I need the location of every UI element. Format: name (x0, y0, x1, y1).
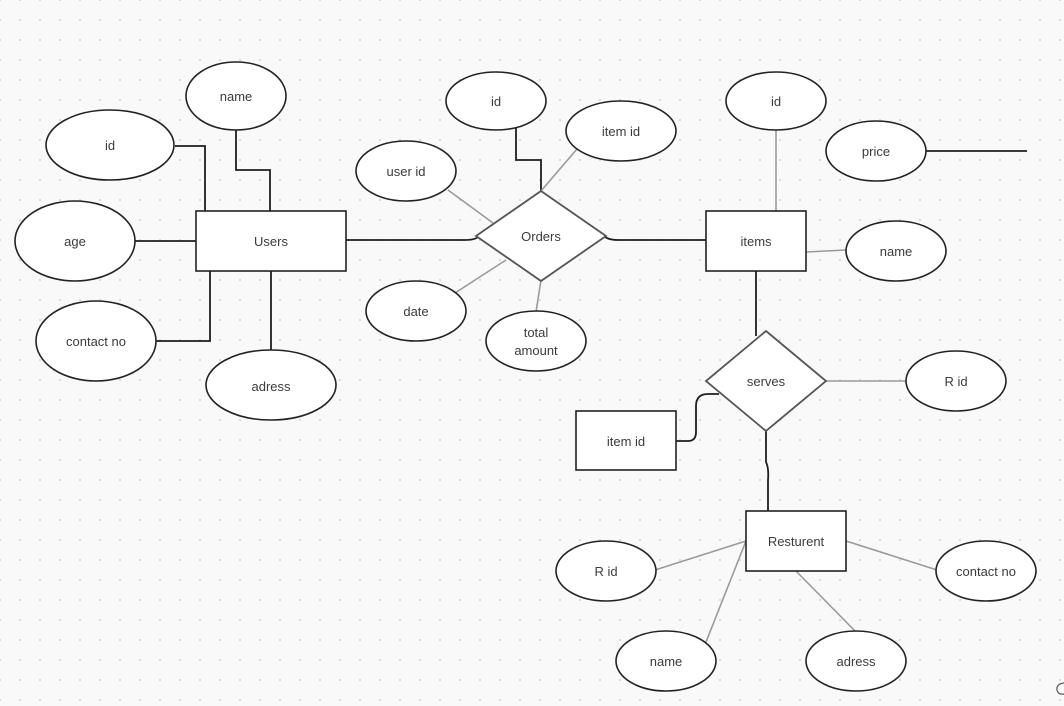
connector-resturent-name[interactable] (705, 540, 747, 643)
attribute-ellipse[interactable] (485, 310, 587, 372)
connector-resturent-r-id[interactable] (654, 540, 747, 571)
attribute-resturent-r-id[interactable]: R id (555, 540, 657, 602)
attribute-ellipse[interactable] (905, 350, 1007, 412)
attribute-orders-id[interactable]: id (445, 71, 547, 131)
attribute-label: contact no (956, 564, 1016, 579)
entity-resturent-label: Resturent (768, 534, 825, 549)
relationship-serves-diamond[interactable] (704, 329, 828, 433)
entity-users-label: Users (254, 234, 288, 249)
entity-item-id-box[interactable] (575, 410, 677, 471)
attribute-label: R id (944, 374, 967, 389)
attribute-items-price[interactable]: price (825, 120, 927, 182)
attribute-ellipse[interactable] (565, 100, 677, 162)
attribute-users-adress[interactable]: adress (205, 349, 337, 421)
entity-items[interactable]: items (705, 210, 807, 272)
attribute-label: user id (386, 164, 425, 179)
attribute-label: id (771, 94, 781, 109)
attribute-items-name[interactable]: name (845, 220, 947, 282)
entity-users-box[interactable] (195, 210, 347, 272)
connector-resturent-adress[interactable] (795, 570, 857, 633)
connector-users-name[interactable] (235, 130, 271, 211)
attribute-serves-r-id[interactable]: R id (905, 350, 1007, 412)
attribute-label-line1: total (524, 325, 549, 340)
connector-orders-user-id[interactable] (447, 189, 494, 224)
attribute-label: name (880, 244, 913, 259)
attribute-ellipse[interactable] (35, 300, 157, 382)
attribute-items-id[interactable]: id (725, 71, 827, 131)
attribute-resturent-contact[interactable]: contact no (935, 540, 1037, 602)
relationship-serves[interactable]: serves (704, 329, 828, 433)
connector-orders-date[interactable] (454, 259, 507, 294)
attribute-users-age[interactable]: age (14, 200, 136, 282)
connector-serves-resturent[interactable] (765, 431, 770, 511)
connector-orders-id[interactable] (515, 128, 542, 191)
relationship-orders[interactable]: Orders (474, 189, 608, 283)
attribute-label: name (220, 89, 253, 104)
attribute-ellipse[interactable] (445, 71, 547, 131)
attribute-label: adress (251, 379, 291, 394)
attribute-label: id (491, 94, 501, 109)
attribute-label: id (105, 138, 115, 153)
attribute-orders-total-amount[interactable]: total amount (485, 310, 587, 372)
attribute-ellipse[interactable] (555, 540, 657, 602)
relationship-orders-label: Orders (521, 229, 561, 244)
attribute-users-name[interactable]: name (185, 61, 287, 131)
attribute-ellipse[interactable] (205, 349, 337, 421)
attribute-ellipse[interactable] (14, 200, 136, 282)
connector-users-contact[interactable] (155, 271, 211, 342)
attribute-label: contact no (66, 334, 126, 349)
connector-serves-item-id[interactable] (676, 393, 719, 442)
attribute-ellipse[interactable] (355, 140, 457, 202)
attribute-users-id[interactable]: id (45, 109, 175, 181)
entity-users[interactable]: Users (195, 210, 347, 272)
connector-orders-items[interactable] (603, 235, 706, 241)
attribute-resturent-name[interactable]: name (615, 630, 717, 692)
entity-item-id[interactable]: item id (575, 410, 677, 471)
attribute-resturent-adress[interactable]: adress (805, 630, 907, 692)
attribute-label-line2: amount (514, 343, 558, 358)
attribute-ellipse[interactable] (725, 71, 827, 131)
attribute-label: price (862, 144, 890, 159)
attribute-ellipse[interactable] (935, 540, 1037, 602)
attribute-label: adress (836, 654, 876, 669)
attribute-label: item id (602, 124, 640, 139)
attribute-label: age (64, 234, 86, 249)
attribute-users-contact[interactable]: contact no (35, 300, 157, 382)
connector-items-name[interactable] (805, 249, 847, 253)
attribute-ellipse[interactable] (185, 61, 287, 131)
entity-items-box[interactable] (705, 210, 807, 272)
attribute-ellipse[interactable] (825, 120, 927, 182)
attribute-ellipse[interactable] (45, 109, 175, 181)
relationship-orders-diamond[interactable] (474, 189, 608, 283)
connector-resturent-contact[interactable] (845, 540, 938, 571)
connector-orders-total[interactable] (535, 279, 542, 313)
attribute-ellipse[interactable] (615, 630, 717, 692)
attribute-label: name (650, 654, 683, 669)
attribute-ellipse[interactable] (805, 630, 907, 692)
attribute-label: R id (594, 564, 617, 579)
attribute-label: date (403, 304, 428, 319)
entity-items-label: items (740, 234, 772, 249)
attribute-orders-item-id[interactable]: item id (565, 100, 677, 162)
attribute-orders-user-id[interactable]: user id (355, 140, 457, 202)
connector-users-orders[interactable] (346, 235, 480, 241)
attribute-ellipse[interactable] (365, 280, 467, 342)
cursor-icon (1056, 682, 1064, 695)
entity-resturent-box[interactable] (745, 510, 847, 572)
attribute-ellipse[interactable] (845, 220, 947, 282)
entity-item-id-label: item id (607, 434, 645, 449)
attribute-orders-date[interactable]: date (365, 280, 467, 342)
connector-orders-item-id[interactable] (540, 148, 578, 192)
entity-resturent[interactable]: Resturent (745, 510, 847, 572)
relationship-serves-label: serves (747, 374, 786, 389)
connector-users-id[interactable] (175, 145, 206, 211)
